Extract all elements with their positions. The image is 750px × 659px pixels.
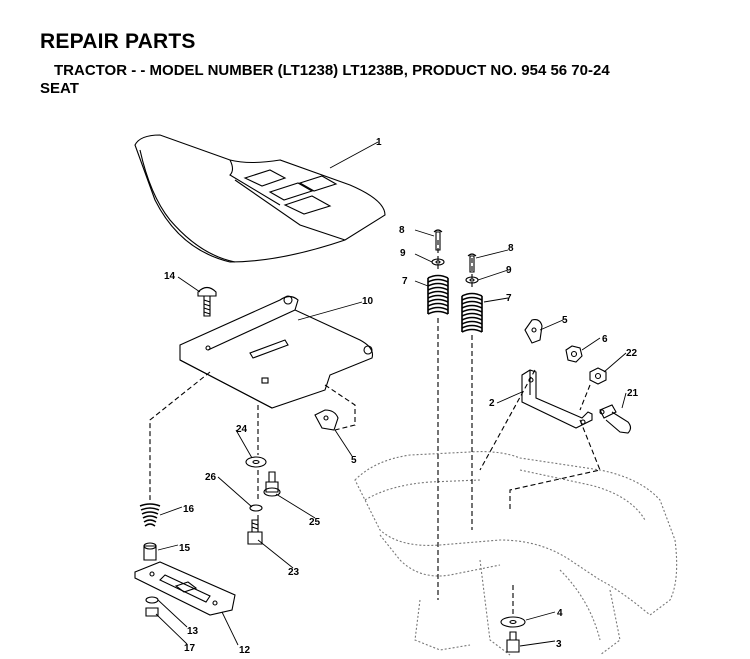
seat-bracket xyxy=(521,369,593,429)
callout-21: 21 xyxy=(627,388,639,399)
callout-13: 13 xyxy=(187,626,199,637)
callout-12: 12 xyxy=(239,645,251,656)
callout-22: 22 xyxy=(626,348,638,359)
callout-labels: 1 2 3 4 5 5 6 7 7 8 8 9 9 10 12 13 14 15… xyxy=(164,137,639,656)
shoulder-bolt xyxy=(599,404,632,434)
flat-washer xyxy=(245,456,267,468)
adjustment-knob-lower xyxy=(314,409,339,431)
callout-23: 23 xyxy=(288,567,300,578)
model-subtitle: TRACTOR - - MODEL NUMBER (LT1238) LT1238… xyxy=(54,62,610,79)
seat-spring xyxy=(139,503,161,527)
lower-screw xyxy=(506,631,520,653)
seat-cushion xyxy=(134,134,386,263)
shoulder-screw xyxy=(263,471,281,497)
carriage-bolt xyxy=(197,286,217,317)
tractor-frame-outline xyxy=(354,451,678,656)
pin-left xyxy=(433,229,443,251)
adjustment-knob xyxy=(524,319,543,344)
section-label: SEAT xyxy=(40,80,79,97)
flange-nut xyxy=(589,367,607,385)
callout-3: 3 xyxy=(556,639,562,650)
callout-9b: 9 xyxy=(506,265,512,276)
lock-washer xyxy=(249,504,263,512)
callout-24: 24 xyxy=(236,424,248,435)
callout-10: 10 xyxy=(362,296,374,307)
spring-left xyxy=(427,274,449,315)
callout-2: 2 xyxy=(489,398,495,409)
callout-7a: 7 xyxy=(402,276,408,287)
callout-4: 4 xyxy=(557,608,563,619)
plate-washer xyxy=(145,596,159,604)
spacer xyxy=(143,542,157,561)
base-plate xyxy=(134,561,236,616)
callout-14: 14 xyxy=(164,271,176,282)
hex-nut xyxy=(565,345,583,363)
seat-pan xyxy=(179,295,374,409)
callout-8a: 8 xyxy=(399,225,405,236)
lower-washer xyxy=(500,616,526,628)
page-title: REPAIR PARTS xyxy=(40,30,196,53)
hex-bolt xyxy=(247,519,263,545)
callout-9a: 9 xyxy=(400,248,406,259)
callout-16: 16 xyxy=(183,504,195,515)
pin-right xyxy=(467,253,477,273)
callout-6: 6 xyxy=(602,334,608,345)
callout-8b: 8 xyxy=(508,243,514,254)
callout-5a: 5 xyxy=(562,315,568,326)
callout-15: 15 xyxy=(179,543,191,554)
callout-25: 25 xyxy=(309,517,321,528)
callout-7b: 7 xyxy=(506,293,512,304)
callout-26: 26 xyxy=(205,472,217,483)
callout-5b: 5 xyxy=(351,455,357,466)
leader-lines xyxy=(155,141,627,647)
spring-right xyxy=(461,292,483,333)
assembly-guide-lines xyxy=(149,240,601,615)
callout-1: 1 xyxy=(376,137,382,148)
callout-17: 17 xyxy=(184,643,196,654)
